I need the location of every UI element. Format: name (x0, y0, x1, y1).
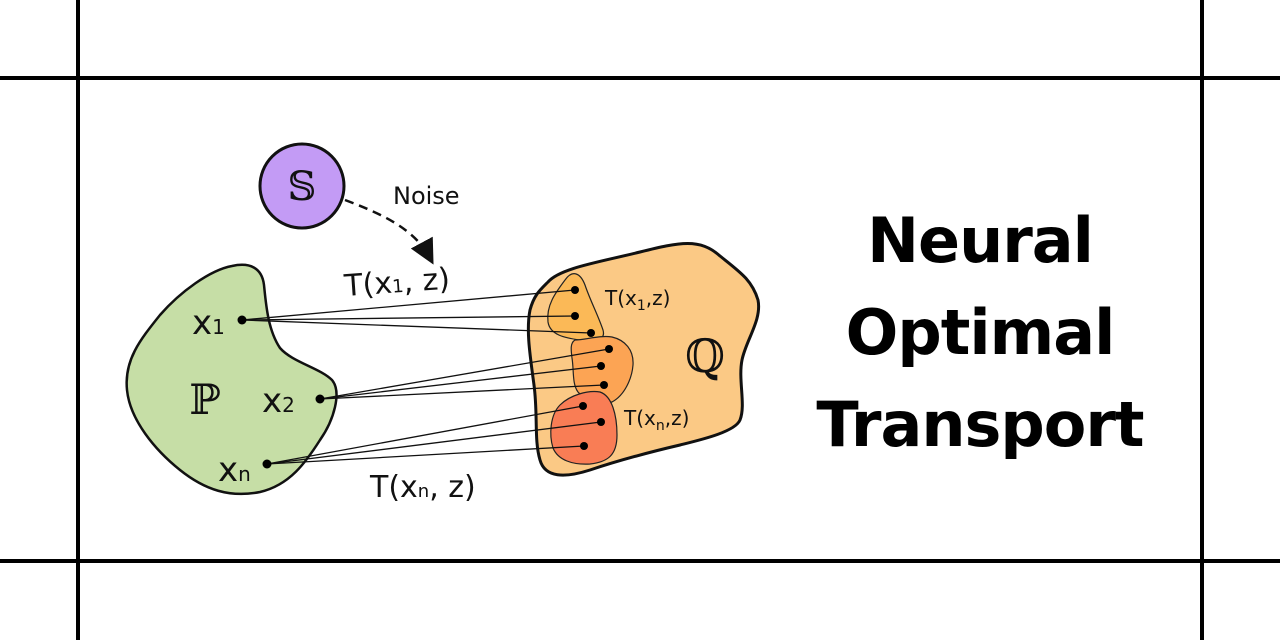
frame-line-top (0, 76, 1280, 80)
transport-line (319, 365, 602, 400)
frame-line-right (1200, 0, 1204, 640)
page-title: Neural Optimal Transport (800, 195, 1160, 471)
target-point (597, 362, 605, 370)
target-point (580, 442, 588, 450)
title-line-2: Optimal (845, 296, 1116, 369)
source-point (315, 394, 325, 404)
noise-arrow (344, 198, 434, 265)
map-label-x1-inner: T(x1,z) (604, 286, 670, 314)
noise-source-symbol: 𝕊 (288, 164, 317, 210)
source-distribution-symbol: ℙ (189, 375, 221, 424)
target-point (600, 381, 608, 389)
target-distribution-symbol: ℚ (685, 329, 725, 383)
map-label-x1-outer: T(x1, z) (342, 262, 451, 304)
transport-line (241, 315, 576, 321)
noise-label: Noise (393, 182, 460, 210)
frame-line-bottom (0, 559, 1280, 563)
transport-line (241, 289, 576, 321)
source-distribution-shape (125, 263, 338, 496)
source-point (262, 459, 272, 469)
transport-lines (241, 289, 610, 465)
transport-line (241, 319, 592, 334)
frame-line-left (76, 0, 80, 640)
target-point (587, 329, 595, 337)
title-line-3: Transport (816, 388, 1144, 461)
noise-source-circle (258, 142, 346, 230)
transport-line (266, 405, 584, 465)
point-label-xn: xn (218, 450, 251, 490)
title-line-1: Neural (867, 204, 1094, 277)
transport-line (319, 384, 605, 400)
points (237, 286, 613, 469)
target-point (571, 286, 579, 294)
map-label-xn-outer: T(xn, z) (369, 470, 476, 505)
point-label-x2: x2 (262, 381, 295, 421)
target-point (605, 345, 613, 353)
target-point (579, 402, 587, 410)
cluster-xn (550, 390, 618, 465)
transport-line (319, 348, 610, 400)
map-label-xn-inner: T(xn,z) (623, 406, 689, 434)
point-label-x1: x1 (192, 303, 225, 343)
source-point (237, 315, 247, 325)
target-point (597, 418, 605, 426)
transport-line (266, 421, 602, 465)
transport-line (266, 445, 585, 465)
target-point (571, 312, 579, 320)
